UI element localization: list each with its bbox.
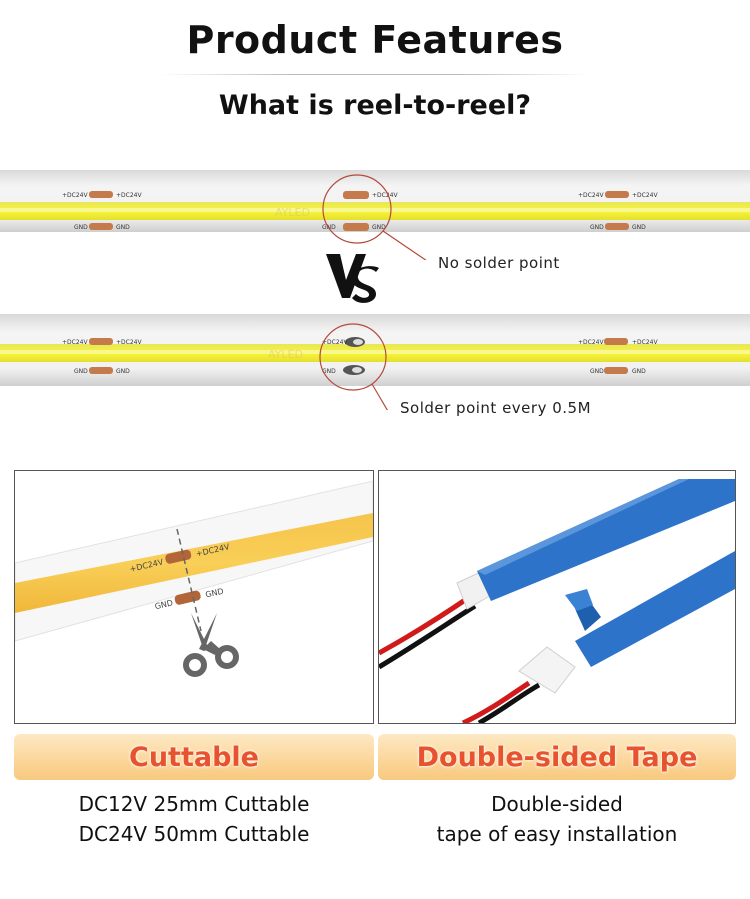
vs-icon [326,254,379,303]
pad-label-gnd: GND [74,224,88,231]
pad-label-gnd: GND [322,368,336,375]
pad-label-pos: +DC24V [632,192,658,199]
pad-label-gnd: GND [632,368,646,375]
scissors-icon [183,613,239,677]
led-strip-reel-to-reel: +DC24V +DC24V GND GND +DC24V GND GND +DC… [0,170,750,260]
pad-label-pos: +DC24V [632,339,658,346]
tape-line-1: Double-sided [491,792,623,816]
pad-label-gnd: GND [74,368,88,375]
pad-label-pos: +DC24V [372,192,398,199]
pad-label-gnd: GND [205,587,225,600]
pad-label-pos: +DC24V [116,339,142,346]
tape-line-2: tape of easy installation [436,822,678,846]
pad-label-pos: +DC24V [578,192,604,199]
led-strip-soldered: +DC24V +DC24V GND GND +DC24V GND +DC24V … [0,314,750,410]
solder-joint [343,337,365,375]
callout-no-solder: No solder point [438,254,560,272]
cut-line [176,528,202,632]
solder-pads-right [605,191,629,230]
pad-label-gnd: GND [116,224,130,231]
tape-image-panel [378,470,736,724]
pad-label-gnd: GND [590,224,604,231]
solder-pads-center [343,191,369,231]
callout-solder-point: Solder point every 0.5M [400,399,592,417]
watermark: AYLED [275,206,310,219]
cuttable-banner: Cuttable [14,734,374,780]
highlight-circle [322,174,392,244]
callout-line [371,383,388,410]
pad-label-gnd: GND [116,368,130,375]
page-title: Product Features [186,18,564,62]
pad-label-pos: +DC24V [116,192,142,199]
pad-label-gnd: GND [372,224,386,231]
pad-label-gnd: GND [154,598,174,611]
cuttable-line-2: DC24V 50mm Cuttable [78,822,310,846]
cuttable-strip-illustration: +DC24V +DC24V GND GND [15,480,373,677]
callout-line [382,230,427,260]
pad-label-pos: +DC24V [62,192,88,199]
page-subtitle: What is reel-to-reel? [218,90,532,121]
pad-label-pos: +DC24V [322,339,348,346]
pad-label-pos: +DC24V [62,339,88,346]
pad-label-gnd: GND [632,224,646,231]
tape-strip-illustration [379,479,735,723]
tape-description: Double-sided tape of easy installation [378,789,736,849]
highlight-circle [319,323,387,391]
pad-label-pos: +DC24V [578,339,604,346]
solder-pads-left [89,191,113,230]
watermark: AYLED [268,348,303,361]
tape-banner: Double-sided Tape [378,734,736,780]
title-divider [160,74,590,75]
pad-label-gnd: GND [590,368,604,375]
cuttable-image-panel: +DC24V +DC24V GND GND [14,470,374,724]
cuttable-line-1: DC12V 25mm Cuttable [78,792,310,816]
cuttable-description: DC12V 25mm Cuttable DC24V 50mm Cuttable [14,789,374,849]
